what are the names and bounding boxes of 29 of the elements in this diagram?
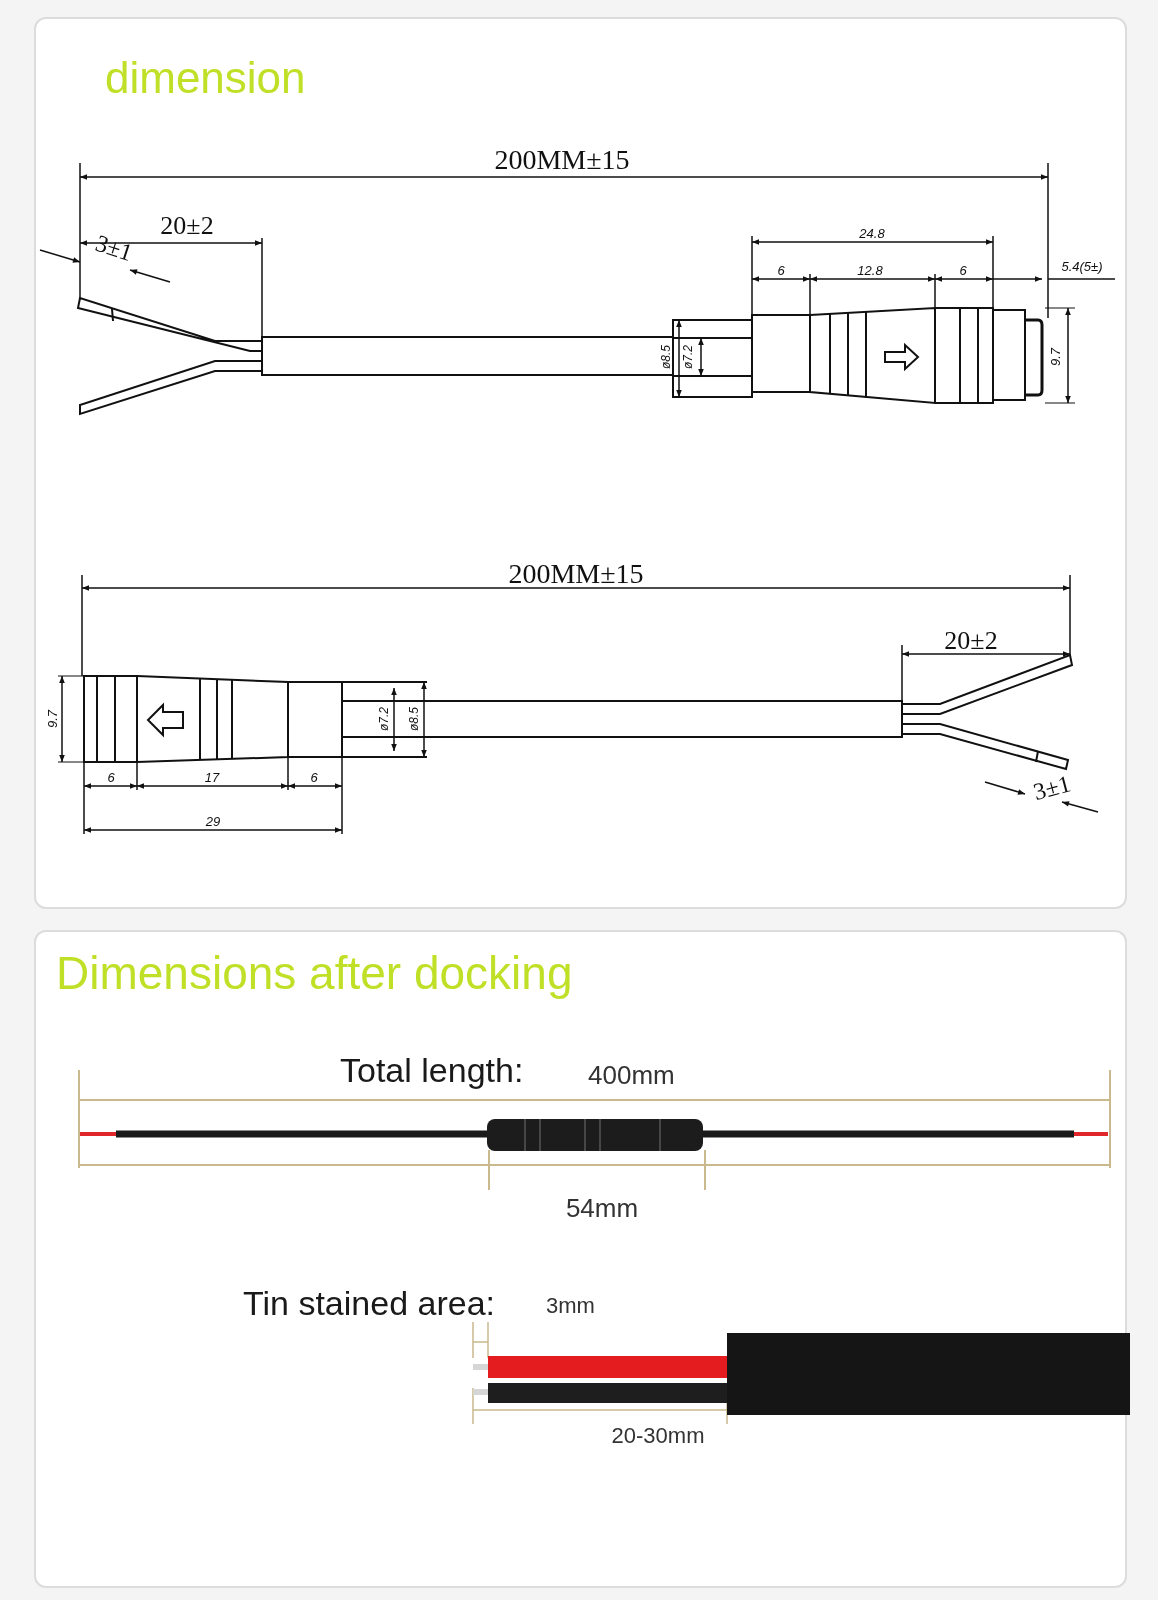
dimension-label: 20±2: [160, 211, 214, 241]
dimension-label: 54mm: [565, 1193, 639, 1223]
dimension-label: 17: [204, 770, 220, 786]
caption-label: Tin stained area:: [243, 1285, 495, 1323]
dimension-label: 29: [205, 814, 221, 830]
dimension-label: 9.7: [1048, 347, 1064, 367]
dimension-label: ø7.2: [682, 345, 696, 369]
dimension-label: ø8.5: [408, 707, 422, 731]
dimension-label: 6: [959, 263, 967, 279]
dimension-label: 6: [107, 770, 115, 786]
dimension-label: 3±1: [1030, 770, 1074, 806]
dimension-label: 200MM±15: [494, 144, 630, 176]
section-title: dimension: [105, 53, 306, 103]
dimension-label: 6: [310, 770, 318, 786]
dimension-label: 400mm: [588, 1060, 675, 1090]
dimension-label: ø7.2: [378, 707, 392, 731]
dimension-label: 200MM±15: [508, 558, 644, 590]
dimension-label: 24.8: [859, 226, 885, 242]
dimension-label: 20±2: [944, 626, 998, 656]
dimension-label: 20-30mm: [611, 1423, 705, 1449]
dimension-label: ø8.5: [660, 345, 674, 369]
dimension-label: 12.8: [857, 263, 883, 279]
caption-label: Total length:: [340, 1052, 524, 1090]
dimension-label: 3mm: [546, 1293, 595, 1319]
dimension-label: 6: [777, 263, 785, 279]
dimension-label: 3±1: [92, 229, 136, 267]
dimension-label: 5.4(5±): [1061, 259, 1103, 275]
dimension-label: 9.7: [45, 709, 61, 729]
section-title: Dimensions after docking: [56, 947, 573, 999]
